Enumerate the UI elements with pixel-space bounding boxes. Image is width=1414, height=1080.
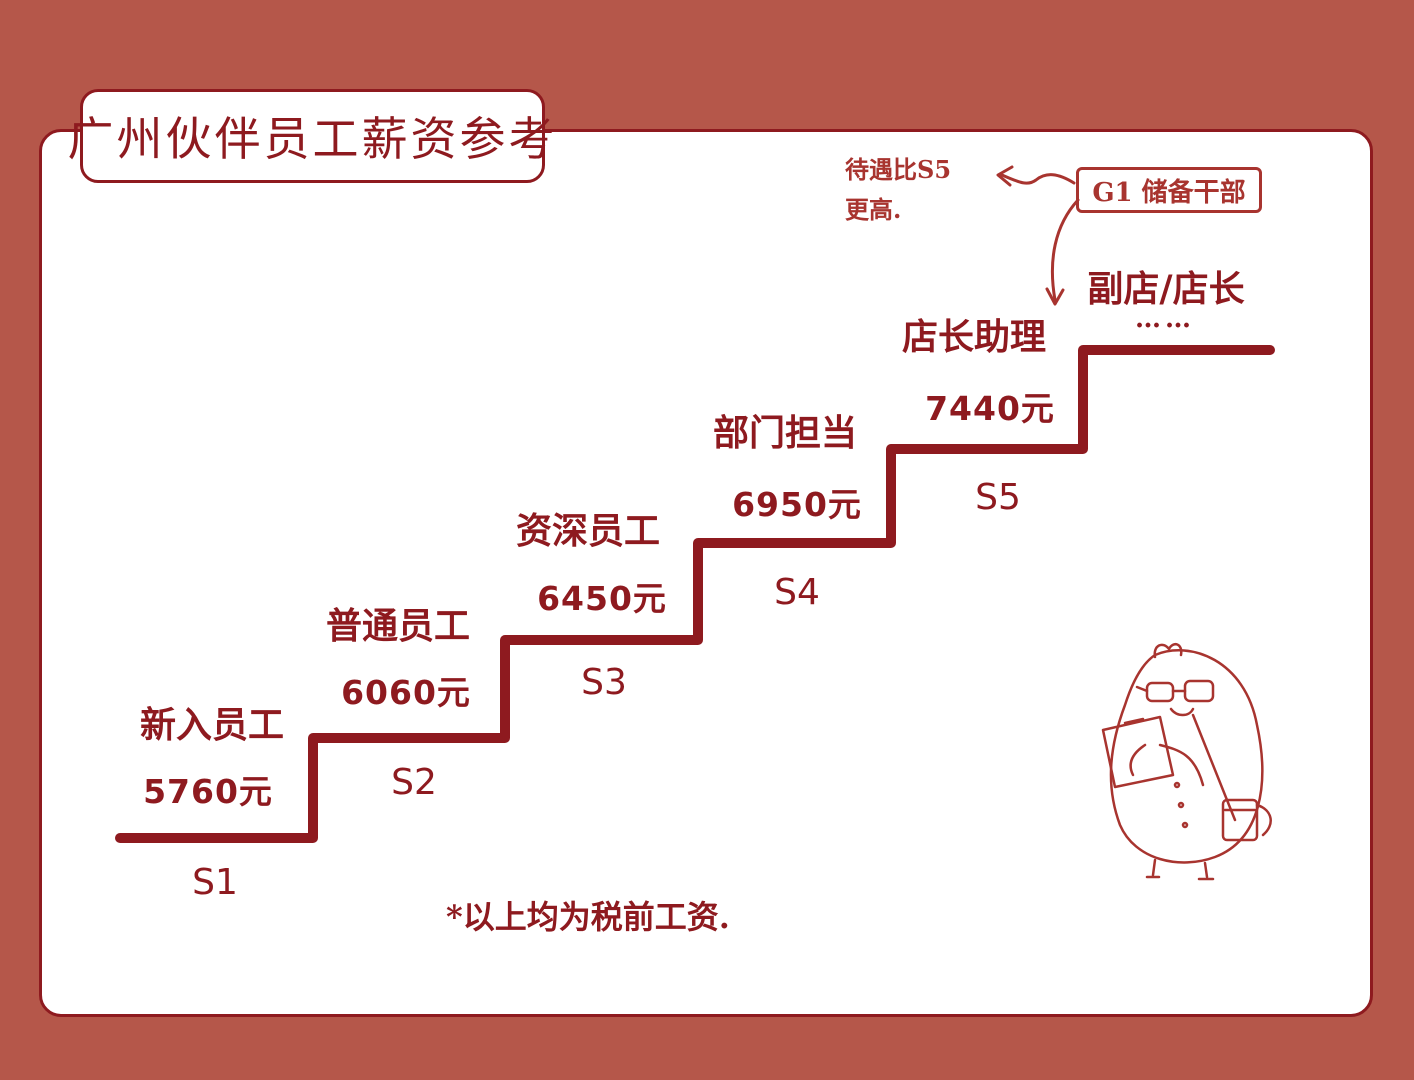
salary-s3: 6450元 [537, 579, 667, 618]
role-s1: 新入员工 [139, 704, 285, 746]
g1-label: G1 储备干部 [1092, 177, 1246, 208]
g1-note: 待遇比S5 更高. [845, 150, 951, 230]
role-top-step: 副店/店长 [1087, 268, 1245, 310]
salary-s4: 6950元 [732, 485, 862, 524]
level-s4: S4 [774, 572, 820, 613]
g1-box: G1 储备干部 [1076, 167, 1262, 213]
role-s2: 普通员工 [325, 605, 471, 647]
level-s3: S3 [581, 662, 627, 703]
mascot-bird-icon [1101, 642, 1272, 881]
level-s1: S1 [192, 862, 238, 903]
salary-s5: 7440元 [925, 389, 1055, 428]
title-box: 广州伙伴员工薪资参考 [68, 89, 555, 183]
g1-note-line2: 更高. [845, 195, 902, 224]
salary-s1: 5760元 [143, 772, 273, 811]
footnote: *以上均为税前工资. [446, 898, 730, 936]
role-s4: 部门担当 [712, 412, 858, 454]
level-s5: S5 [975, 477, 1021, 518]
top-step-ellipsis: …… [1135, 304, 1195, 334]
salary-s2: 6060元 [341, 673, 471, 712]
role-s5: 店长助理 [901, 316, 1047, 358]
role-s3: 资深员工 [515, 510, 661, 552]
level-s2: S2 [391, 762, 437, 803]
page-title: 广州伙伴员工薪资参考 [67, 112, 558, 166]
g1-note-line1: 待遇比S5 [845, 155, 952, 184]
